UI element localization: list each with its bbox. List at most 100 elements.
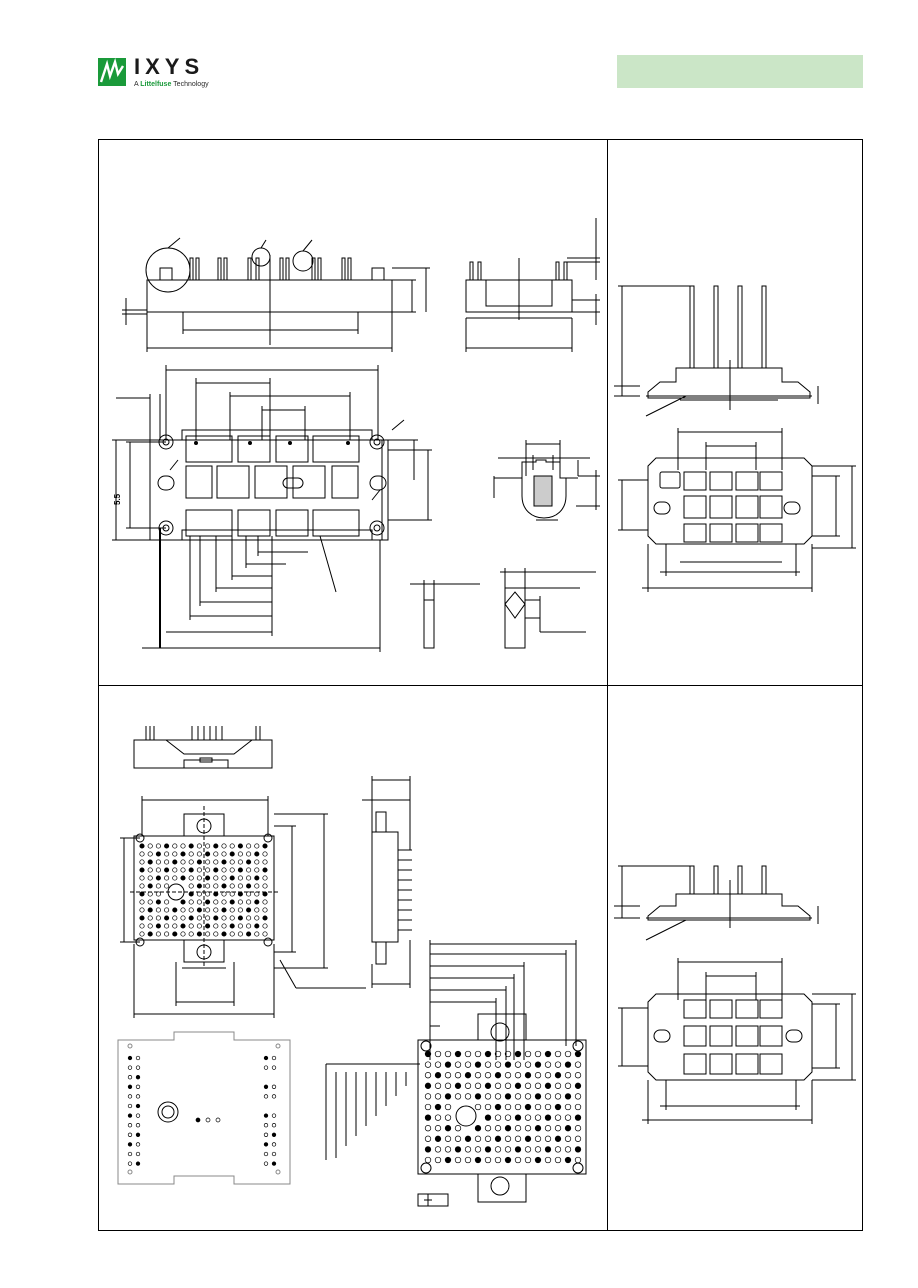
pin-dot [254, 891, 260, 897]
pin-dot [444, 1146, 452, 1153]
pin-dot [164, 923, 170, 929]
pin-dot [147, 859, 153, 865]
pin-dot [246, 867, 252, 873]
pin-dot [172, 843, 178, 849]
pin-dot [474, 1135, 482, 1142]
pin-dot [554, 1061, 562, 1068]
pin-dot [229, 899, 235, 905]
pin-dot [254, 923, 260, 929]
pin-dot [139, 923, 145, 929]
pin-dot [172, 923, 178, 929]
pin-dot [127, 1065, 133, 1070]
pin-dot [221, 843, 227, 849]
pin-dot [534, 1114, 542, 1121]
pin-dot [139, 843, 145, 849]
pin-dot [139, 851, 145, 857]
pin-dot [237, 843, 243, 849]
pin-dot [484, 1146, 492, 1153]
pin-dot [188, 931, 194, 937]
pin-dot [263, 1065, 269, 1070]
pin-dot [196, 867, 202, 873]
pin-dot [444, 1093, 452, 1100]
pin-dot [554, 1125, 562, 1132]
pin-dot [494, 1156, 502, 1164]
pin-grid-end-view [362, 776, 412, 988]
pin-dot [524, 1135, 532, 1142]
pin-dot [263, 1084, 269, 1089]
pin-dot [164, 907, 170, 913]
pin-dot [262, 843, 268, 849]
pin-dot [135, 1113, 141, 1118]
pin-dot [139, 891, 145, 897]
pin-dot [254, 883, 260, 889]
pin-dot [554, 1146, 562, 1153]
pin-dot [164, 851, 170, 857]
pin-dot [180, 907, 186, 913]
pin-dot [514, 1072, 522, 1079]
pin-dot [262, 851, 268, 857]
pin-dot [229, 875, 235, 881]
pin-dot [494, 1061, 502, 1068]
ixys-logo: IXYS A Littelfuse Technology [96, 52, 226, 92]
pin-dot [534, 1103, 542, 1111]
pin-dot [205, 851, 211, 857]
pin-dot [474, 1050, 482, 1058]
pin-dot [262, 859, 268, 865]
pin-dot [135, 1055, 141, 1061]
pin-dot [205, 915, 211, 921]
pin-dot [127, 1055, 133, 1061]
pin-dot [494, 1050, 502, 1058]
pin-dot [155, 931, 161, 937]
pin-dot [180, 859, 186, 865]
pin-dot [135, 1132, 141, 1137]
pin-dot [271, 1132, 277, 1137]
pin-dot [213, 859, 219, 865]
pin-dot [444, 1082, 452, 1089]
pin-dot [464, 1135, 472, 1142]
pin-dot [474, 1093, 482, 1100]
pin-dot [196, 843, 202, 849]
pin-dot [221, 923, 227, 929]
pin-dot [484, 1082, 492, 1089]
pin-dot [155, 883, 161, 889]
pin-dot [262, 923, 268, 929]
pin-dot [424, 1135, 432, 1142]
pin-dot [196, 883, 202, 889]
pin-dot [213, 899, 219, 905]
pin-dot [155, 867, 161, 873]
pin-dot [544, 1103, 552, 1111]
pin-dot [514, 1114, 522, 1121]
plan-view-drawing [112, 365, 432, 652]
pin-dot [474, 1146, 482, 1153]
alt-package-plan-view [618, 428, 856, 592]
pin-dot [554, 1082, 562, 1089]
pin-dot [196, 875, 202, 881]
pin-dot [221, 931, 227, 937]
pin-dot [254, 859, 260, 865]
pin-dot [205, 931, 211, 937]
pin-dot [135, 1142, 141, 1147]
pin-dot [127, 1123, 133, 1128]
pin-dot [504, 1061, 512, 1068]
pin-dot [534, 1135, 542, 1142]
pin-dot [484, 1050, 492, 1058]
pin-dot [213, 843, 219, 849]
pin-dot [524, 1072, 532, 1079]
pin-dot [514, 1061, 522, 1068]
pin-dot [180, 899, 186, 905]
pin-dot [135, 1151, 141, 1157]
pin-dot [262, 883, 268, 889]
pin-dot [271, 1055, 277, 1061]
pin-dot [574, 1072, 582, 1079]
pin-dot [271, 1094, 277, 1099]
pin-dot [237, 859, 243, 865]
pin-dot [574, 1082, 582, 1089]
pin-dot [127, 1151, 133, 1157]
pin-dot [494, 1125, 502, 1132]
pin-dot [135, 1123, 141, 1128]
pin-dot [180, 851, 186, 857]
pin-dot [474, 1082, 482, 1089]
pin-dot [180, 923, 186, 929]
pin-dot [246, 907, 252, 913]
pin-dot [188, 867, 194, 873]
